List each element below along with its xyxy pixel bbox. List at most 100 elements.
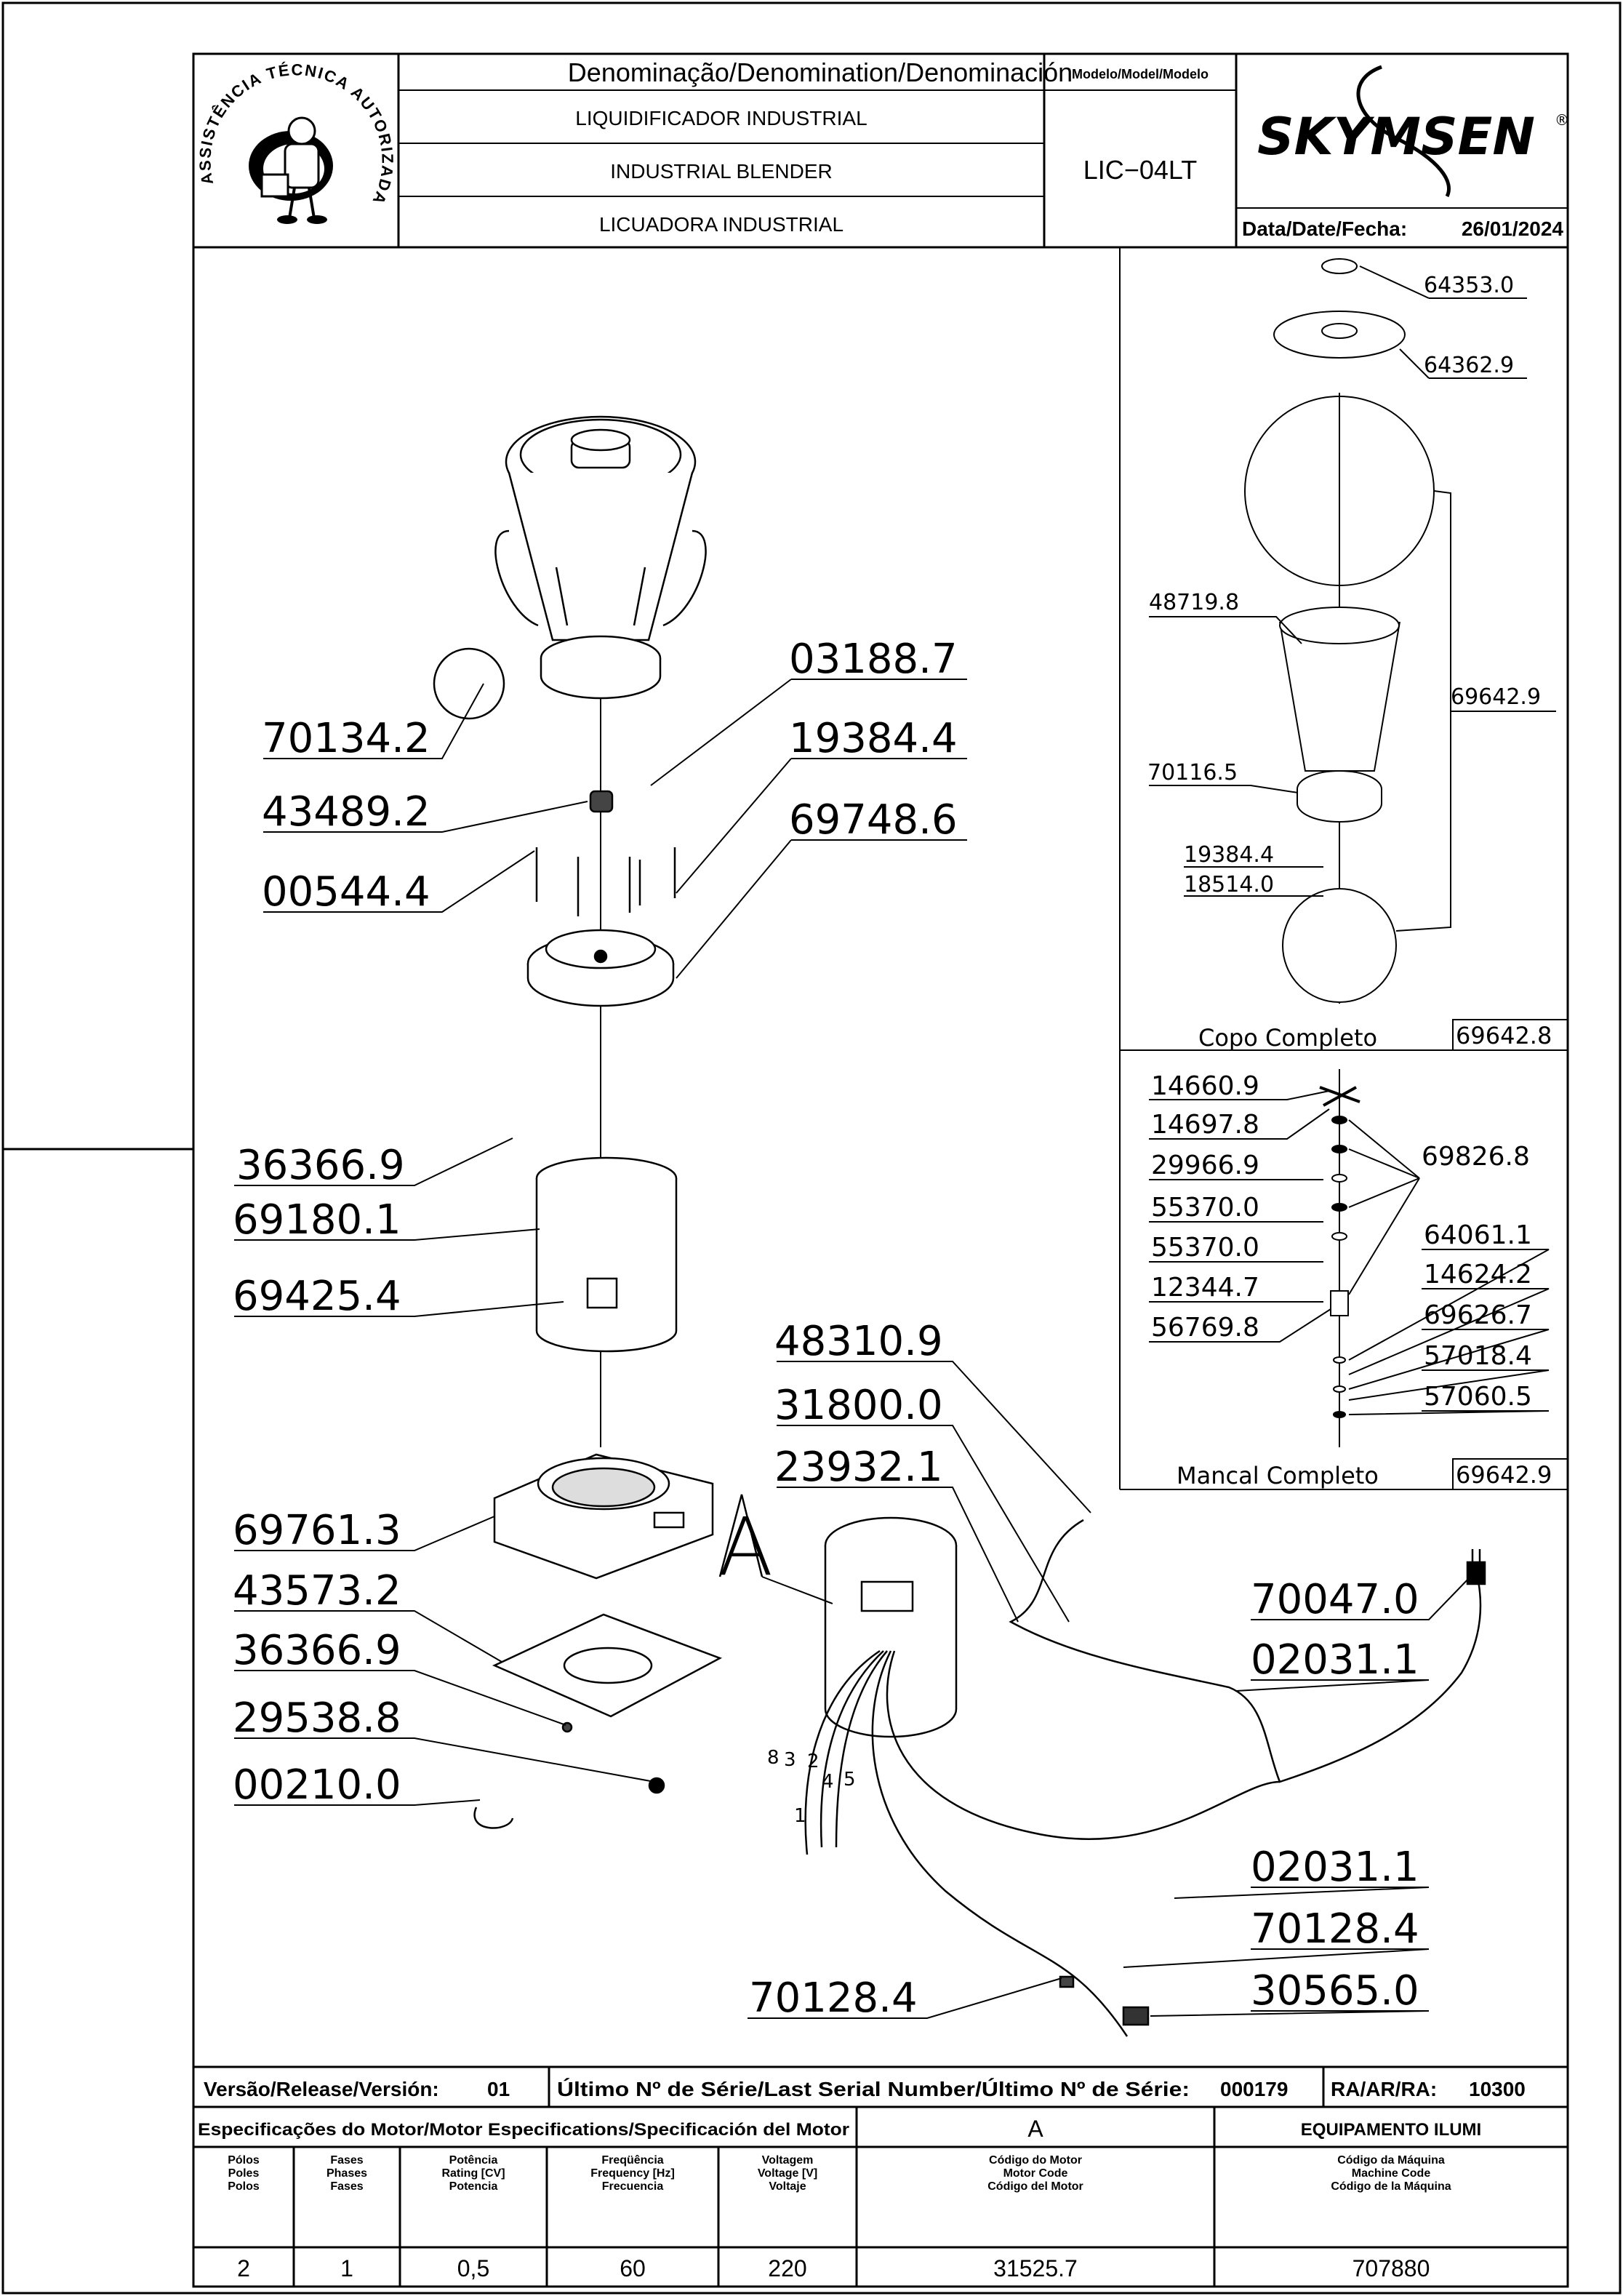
part-43573-2: 43573.2: [233, 1567, 401, 1615]
svg-text:Motor Code: Motor Code: [1003, 2167, 1068, 2180]
bearing-assembly-detail: [1319, 1069, 1360, 1447]
leader-lines: [234, 265, 1556, 2019]
svg-text:48719.8: 48719.8: [1149, 590, 1239, 615]
svg-text:14660.9: 14660.9: [1151, 1071, 1259, 1101]
product-name-en: INDUSTRIAL BLENDER: [610, 160, 832, 183]
svg-text:Código do Motor: Código do Motor: [989, 2154, 1082, 2167]
detail-panels: [1119, 247, 1568, 1490]
version-label: Versão/Release/Versión:: [204, 2078, 439, 2100]
svg-text:3: 3: [784, 1749, 796, 1771]
part-70128-4-b: 70128.4: [749, 1975, 918, 2022]
brand-name: SKYMSEN: [1257, 107, 1535, 167]
svg-text:69826.8: 69826.8: [1422, 1142, 1530, 1172]
part-43489-2: 43489.2: [262, 788, 430, 836]
denomination-label: Denominação/Denomination/Denominación: [568, 57, 1073, 87]
connector: [1059, 1975, 1075, 1988]
jar-handle-left: [494, 529, 539, 627]
part-70128-4: 70128.4: [1251, 1905, 1419, 1953]
svg-text:Frecuencia: Frecuencia: [602, 2180, 664, 2193]
svg-text:55370.0: 55370.0: [1151, 1233, 1259, 1263]
part-36366-9-b: 36366.9: [233, 1627, 401, 1674]
svg-text:14624.2: 14624.2: [1424, 1260, 1532, 1289]
part-02031-1: 02031.1: [1251, 1636, 1419, 1684]
footer-table: [193, 2065, 1568, 2287]
spec-column-values: 2 1 0,5 60 220 31525.7 707880: [237, 2255, 1430, 2281]
part-70134-2: 70134.2: [262, 715, 430, 762]
part-31800-0: 31800.0: [774, 1382, 943, 1429]
switch: [1122, 2006, 1150, 2026]
svg-text:Fases: Fases: [330, 2154, 363, 2167]
blade-callout-circle-bottom: [1282, 888, 1397, 1003]
equipment-label: EQUIPAMENTO ILUMI: [1301, 2120, 1481, 2140]
part-30565-0: 30565.0: [1251, 1967, 1419, 2015]
svg-text:18514.0: 18514.0: [1184, 872, 1274, 897]
copo-title: Copo Completo: [1198, 1024, 1377, 1052]
cap-detail: [1321, 258, 1358, 274]
copo-code: 69642.8: [1456, 1022, 1552, 1049]
power-cord: [1009, 1519, 1486, 1783]
detail-marker: [718, 1494, 764, 1577]
svg-text:57060.5: 57060.5: [1424, 1382, 1532, 1412]
svg-text:Freqüência: Freqüência: [601, 2154, 663, 2167]
serial-value: 000179: [1220, 2078, 1288, 2100]
title-block: [193, 54, 1568, 249]
model-label: Modelo/Model/Modelo: [1072, 67, 1209, 81]
part-69748-6: 69748.6: [789, 796, 958, 844]
main-exploded-view: [433, 415, 1486, 2037]
wire-numbers: 8 3 2 1 4 5: [767, 1747, 856, 1827]
svg-text:14697.8: 14697.8: [1151, 1110, 1259, 1140]
svg-text:64362.9: 64362.9: [1424, 353, 1514, 378]
svg-text:220: 220: [768, 2255, 806, 2281]
technical-assistance-badge: ASSISTÊNCIA TÉCNICA AUTORIZADA: [196, 60, 396, 224]
mancal-title: Mancal Completo: [1177, 1462, 1379, 1489]
spec-column-headers: Pólos Poles Polos Fases Phases Fases Pot…: [228, 2154, 1451, 2193]
cable-clip: [473, 1807, 514, 1829]
svg-text:31525.7: 31525.7: [993, 2255, 1078, 2281]
svg-text:69642.9: 69642.9: [1451, 684, 1541, 710]
part-48310-9: 48310.9: [774, 1318, 943, 1365]
svg-text:Voltaje: Voltaje: [769, 2180, 806, 2193]
svg-text:1: 1: [794, 1805, 806, 1827]
detail-letter: A: [718, 1500, 773, 1593]
svg-text:Rating [CV]: Rating [CV]: [441, 2167, 505, 2180]
jar-body: [508, 472, 694, 641]
part-69180-1: 69180.1: [233, 1196, 401, 1244]
svg-text:Código de la Máquina: Código de la Máquina: [1331, 2180, 1451, 2193]
part-36366-9: 36366.9: [236, 1142, 405, 1189]
serial-label: Último Nº de Série/Last Serial Number/Úl…: [557, 2078, 1190, 2100]
date-value: 26/01/2024: [1462, 217, 1564, 240]
ra-value: 10300: [1469, 2078, 1526, 2100]
svg-text:0,5: 0,5: [457, 2255, 489, 2281]
svg-text:Potência: Potência: [449, 2154, 498, 2167]
svg-text:Voltagem: Voltagem: [762, 2154, 814, 2167]
part-69761-3: 69761.3: [233, 1507, 401, 1554]
svg-text:55370.0: 55370.0: [1151, 1193, 1259, 1223]
svg-text:1: 1: [340, 2255, 353, 2281]
date-label: Data/Date/Fecha:: [1242, 217, 1407, 240]
svg-text:Frequency [Hz]: Frequency [Hz]: [590, 2167, 675, 2180]
svg-text:60: 60: [620, 2255, 646, 2281]
rubber-foot: [648, 1777, 665, 1794]
product-name-pt: LIQUIDIFICADOR INDUSTRIAL: [575, 107, 867, 129]
svg-text:2: 2: [237, 2255, 250, 2281]
svg-text:Fases: Fases: [330, 2180, 363, 2193]
svg-text:2: 2: [807, 1751, 819, 1772]
part-23932-1: 23932.1: [774, 1444, 943, 1491]
screws: [535, 847, 676, 916]
motor-wires: [804, 1649, 1281, 2037]
svg-text:70116.5: 70116.5: [1147, 760, 1238, 785]
svg-text:12344.7: 12344.7: [1151, 1273, 1259, 1303]
jar-assembly-detail: [1244, 258, 1435, 1004]
part-00544-4: 00544.4: [262, 868, 430, 916]
part-03188-7: 03188.7: [789, 636, 958, 683]
svg-text:69626.7: 69626.7: [1424, 1300, 1532, 1330]
bearing-assembly-labels: 14660.9 14697.8 29966.9 55370.0 55370.0 …: [1151, 1071, 1552, 1489]
svg-text:Código del Motor: Código del Motor: [987, 2180, 1083, 2193]
svg-text:64353.0: 64353.0: [1424, 273, 1514, 298]
svg-text:29966.9: 29966.9: [1151, 1151, 1259, 1180]
svg-text:19384.4: 19384.4: [1184, 842, 1274, 868]
skymsen-logo: SKYMSEN ®: [1257, 65, 1569, 198]
version-value: 01: [487, 2078, 510, 2100]
